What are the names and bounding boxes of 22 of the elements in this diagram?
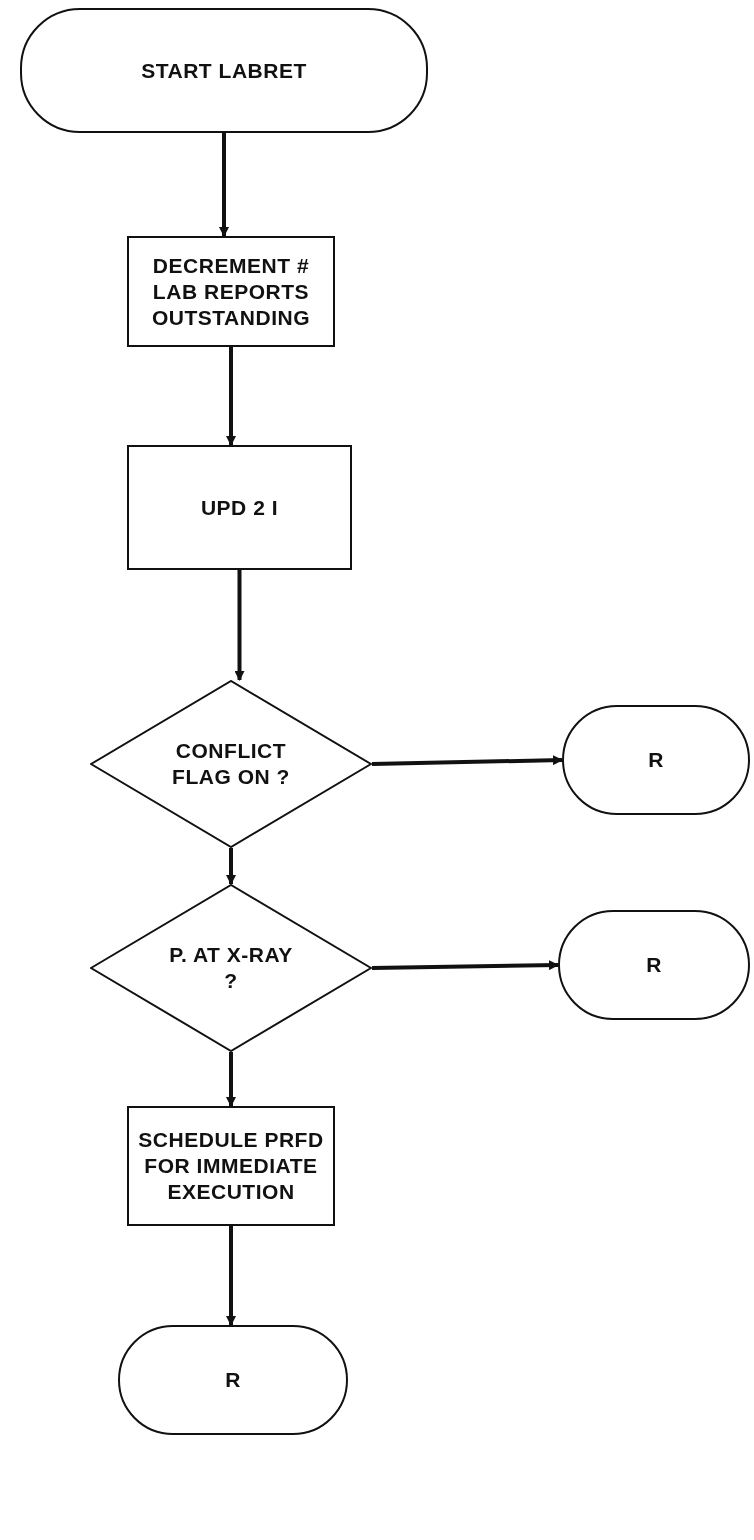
- node-label: R: [224, 1367, 242, 1393]
- node-label: START LABRET: [140, 57, 308, 84]
- node-label: R: [647, 747, 665, 773]
- arrow: [226, 848, 236, 885]
- node-label: DECREMENT # LAB REPORTS OUTSTANDING: [150, 252, 312, 331]
- node-label: CONFLICT FLAG ON ?: [171, 738, 291, 790]
- arrow: [219, 133, 229, 237]
- decision-diamond: [90, 884, 372, 1052]
- node-label: P. AT X-RAY ?: [168, 942, 294, 994]
- arrow: [371, 755, 563, 766]
- node-label: SCHEDULE PRFD FOR IMMEDIATE EXECUTION: [137, 1127, 325, 1205]
- arrow: [234, 570, 245, 681]
- process-box: [127, 1106, 335, 1226]
- node-label: R: [645, 952, 663, 978]
- process-box: [127, 236, 335, 347]
- arrow: [226, 347, 236, 446]
- process-box: [127, 445, 352, 570]
- arrow: [226, 1226, 236, 1326]
- arrow: [371, 960, 559, 971]
- node-label: UPD 2 I: [199, 494, 280, 521]
- arrow: [226, 1052, 236, 1107]
- decision-diamond: [90, 680, 372, 848]
